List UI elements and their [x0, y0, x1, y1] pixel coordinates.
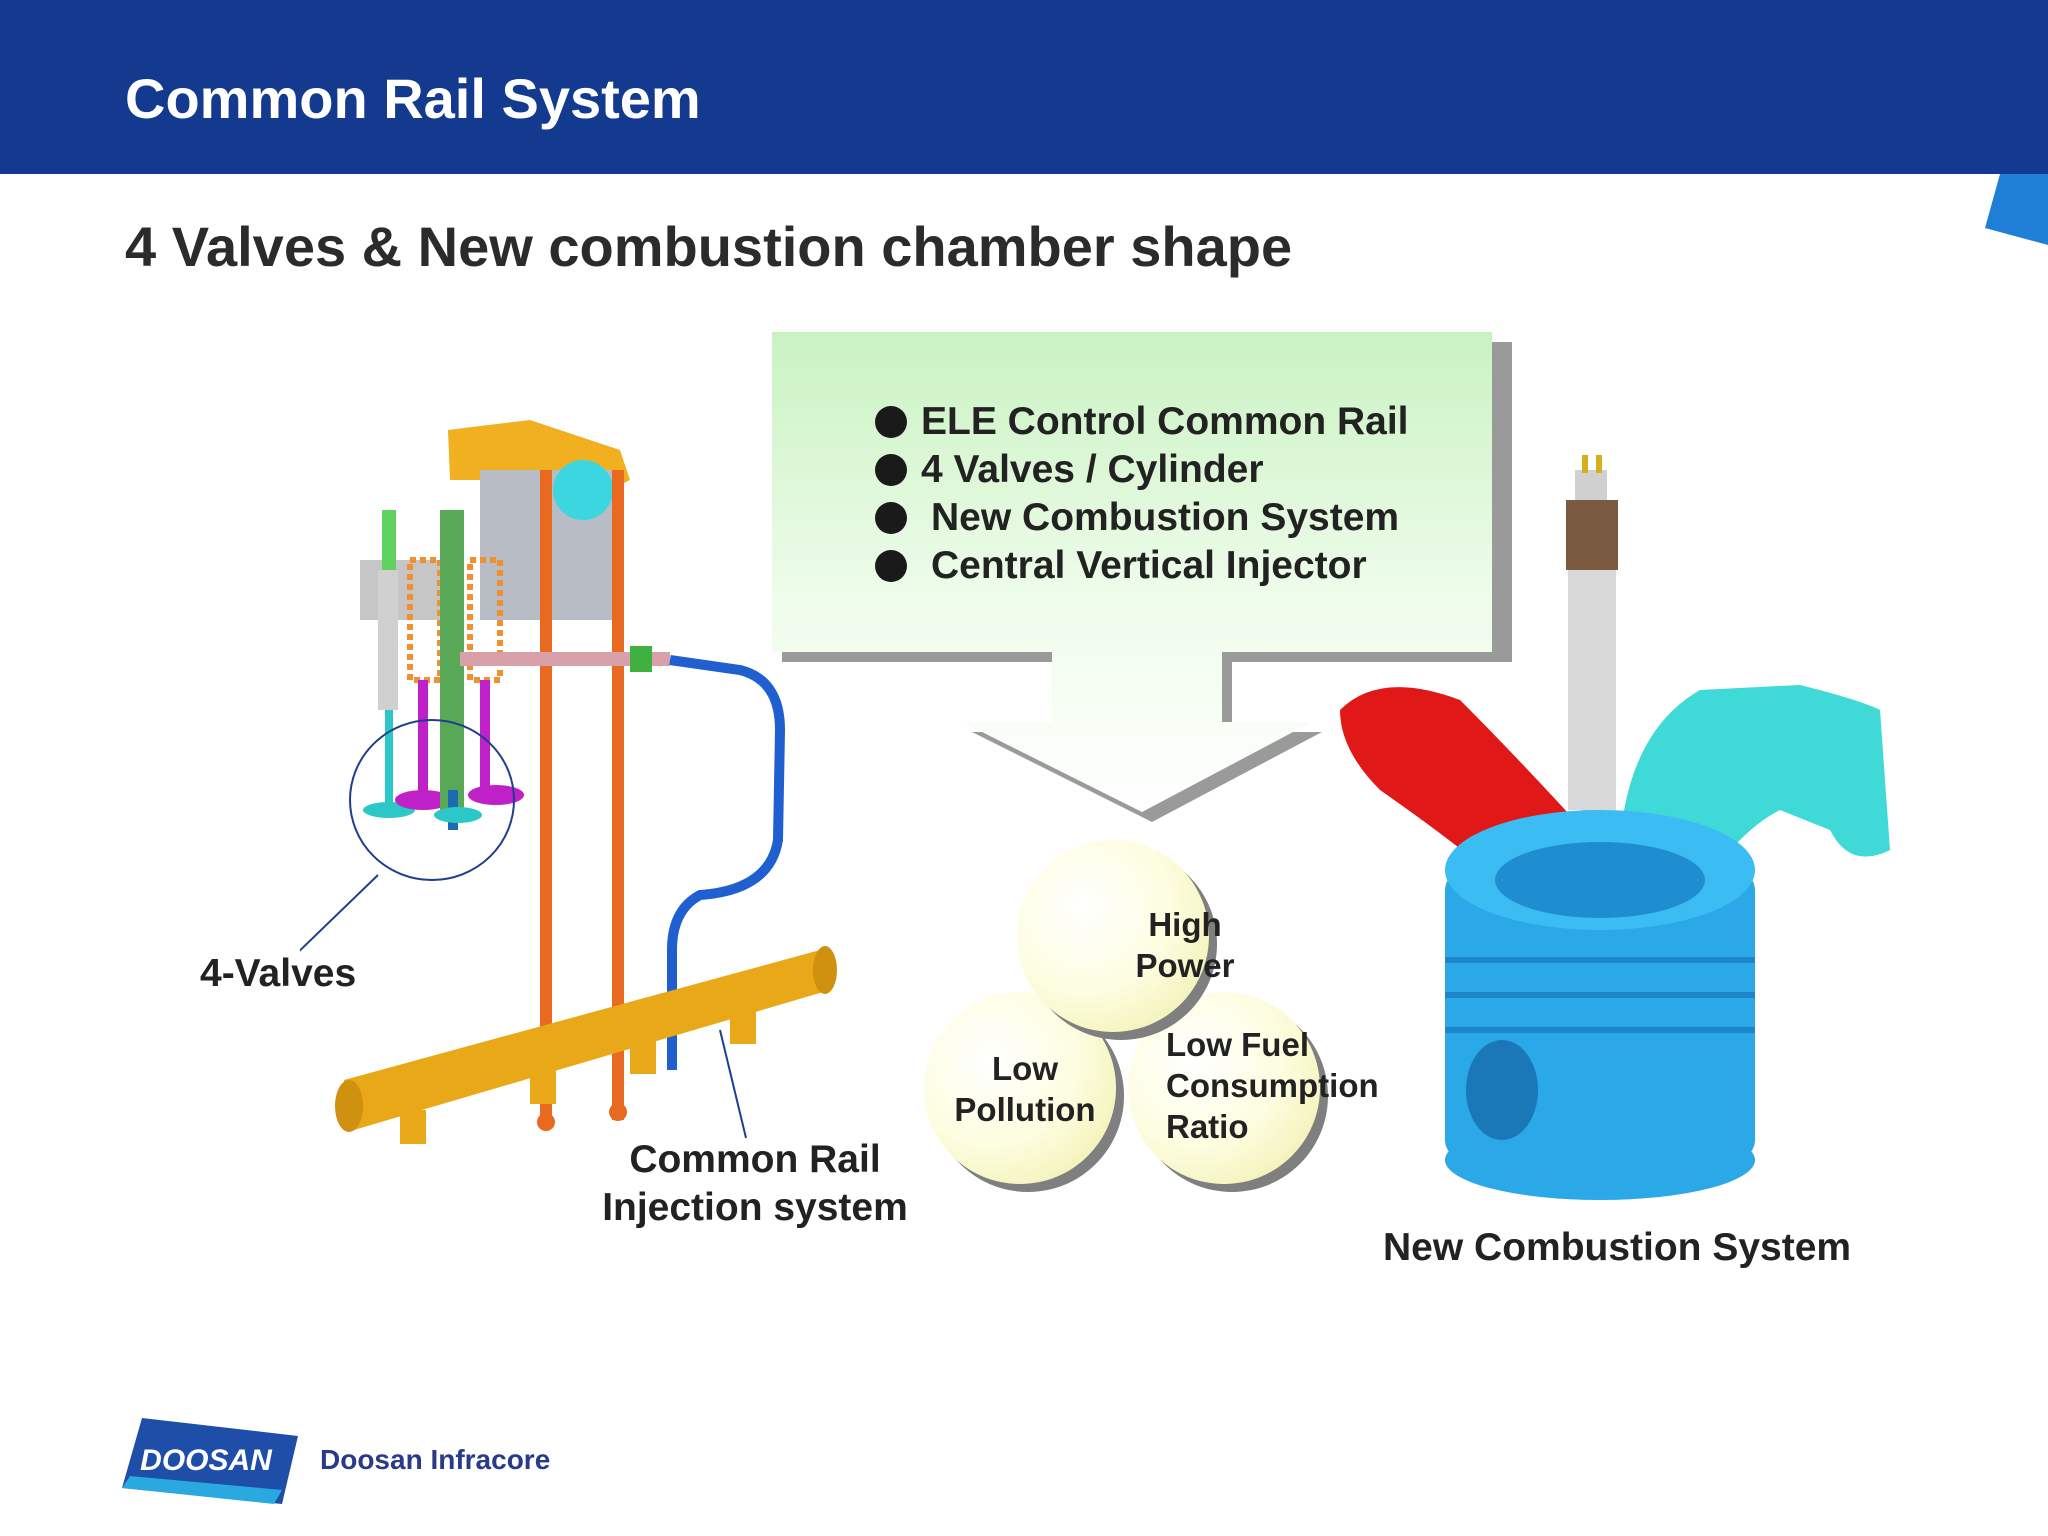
feature-item: 4 Valves / Cylinder — [875, 446, 1475, 494]
feature-item: Central Vertical Injector — [875, 542, 1475, 590]
bullet-icon — [875, 454, 907, 486]
benefit-circles — [924, 840, 1328, 1192]
feature-item: New Combustion System — [875, 494, 1475, 542]
logo-brand-text: DOOSAN — [140, 1444, 273, 1477]
header-bar — [0, 0, 2048, 245]
bullet-icon — [875, 502, 907, 534]
feature-list: ELE Control Common Rail 4 Valves / Cylin… — [875, 398, 1475, 590]
feature-item: ELE Control Common Rail — [875, 398, 1475, 446]
caption-4-valves: 4-Valves — [200, 952, 357, 995]
caption-common-rail: Common Rail Injection system — [602, 1138, 908, 1229]
benefit-low-pollution: Low Pollution — [954, 1050, 1096, 1128]
section-subtitle: 4 Valves & New combustion chamber shape — [125, 215, 1293, 278]
bullet-icon — [875, 550, 907, 582]
valve-train-illustration — [300, 420, 837, 1144]
bullet-icon — [875, 406, 907, 438]
doosan-logo: DOOSAN — [122, 1418, 298, 1504]
combustion-system-illustration — [1340, 455, 1890, 1200]
feature-callout-box — [772, 332, 1512, 822]
company-name: Doosan Infracore — [320, 1444, 551, 1475]
benefit-low-fuel: Low Fuel Consumption Ratio — [1166, 1026, 1379, 1145]
benefit-high-power: High Power — [1135, 906, 1235, 984]
page-title: Common Rail System — [125, 67, 701, 130]
caption-combustion-system: New Combustion System — [1383, 1226, 1852, 1269]
